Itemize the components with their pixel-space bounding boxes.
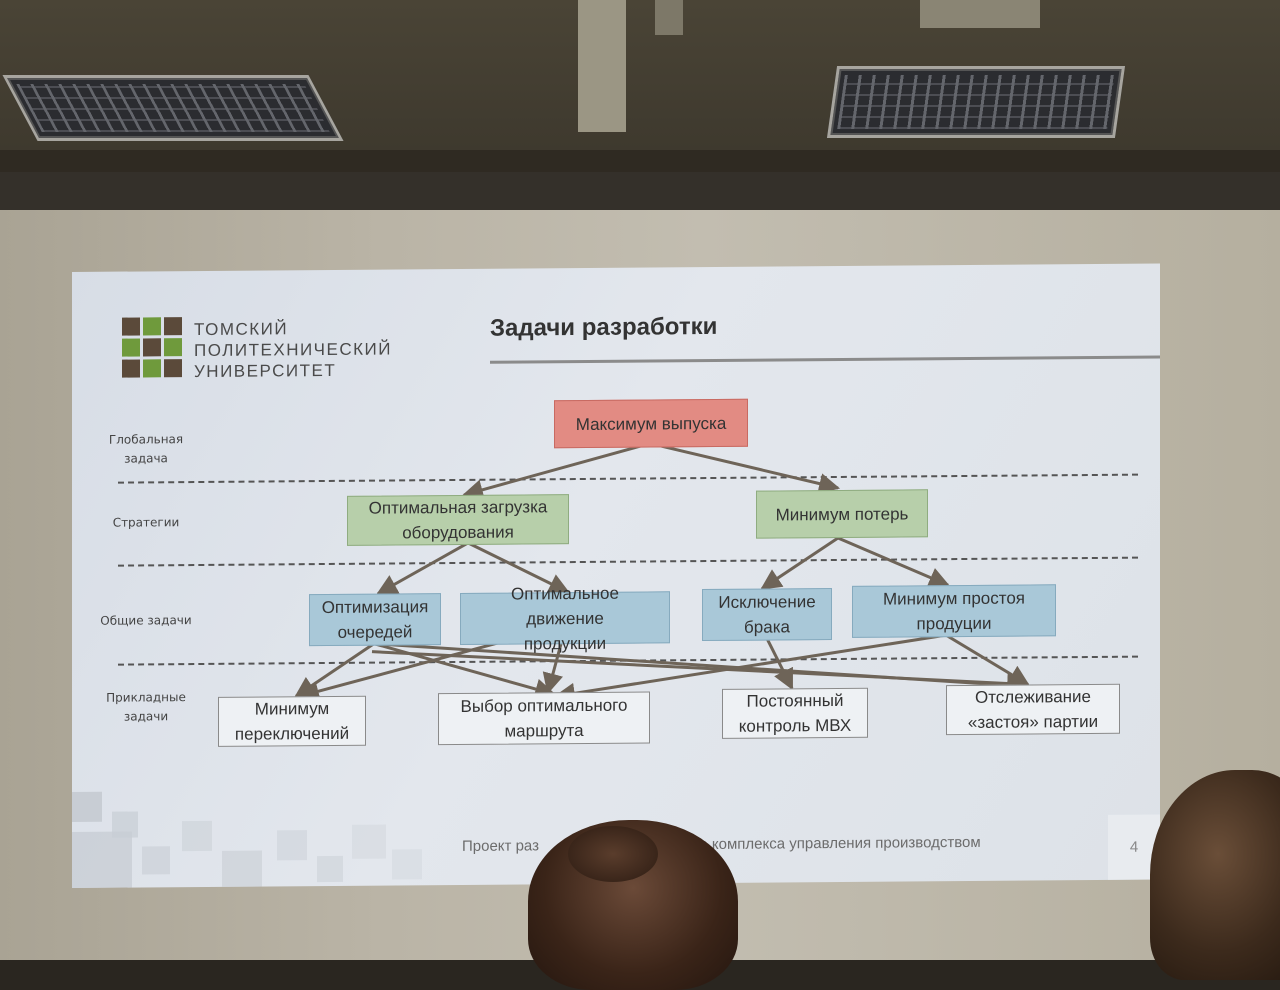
connector-arrow <box>945 633 1030 686</box>
ceiling-light <box>826 66 1126 138</box>
node-min-loss: Минимум потерь <box>756 489 928 539</box>
node-max-output: Максимум выпуска <box>554 398 748 449</box>
ceiling-pipe <box>578 0 626 132</box>
ceiling-pipe <box>920 0 1040 28</box>
connector-arrow <box>373 642 1029 696</box>
ceiling-pipe <box>655 0 683 35</box>
hair-bun <box>568 826 658 882</box>
connector-arrow <box>297 635 523 702</box>
connector-arrow <box>461 442 651 500</box>
connector-arrow <box>467 541 570 594</box>
node-constant-control: Постоянный контроль МВХ <box>722 687 868 739</box>
connector-arrow <box>376 541 469 595</box>
node-stall-tracking: Отслеживание «застоя» партии <box>946 683 1120 736</box>
ceiling-beam <box>0 150 1280 172</box>
node-queue-optimization: Оптимизация очередей <box>309 593 441 647</box>
connector-arrow <box>294 642 375 698</box>
node-min-idle: Минимум простоя продуции <box>852 584 1056 638</box>
node-min-switching: Минимум переключений <box>218 695 366 747</box>
diagram-connectors <box>294 442 1030 704</box>
presentation-slide: ТОМСКИЙ ПОЛИТЕХНИЧЕСКИЙ УНИВЕРСИТЕТ Зада… <box>72 263 1160 888</box>
connector-arrow <box>760 536 839 590</box>
connector-arrow <box>837 536 950 588</box>
ceiling <box>0 0 1280 165</box>
connector-arrow <box>371 650 1029 695</box>
connector-arrow <box>542 639 564 695</box>
connector-arrow <box>649 442 841 494</box>
node-route-choice: Выбор оптимального маршрута <box>438 691 650 746</box>
footer-text-left: Проект раз <box>462 837 539 855</box>
connector-arrow <box>553 633 947 704</box>
node-optimal-load: Оптимальная загрузка оборудования <box>347 494 569 546</box>
node-defect-exclusion: Исключение брака <box>702 588 832 642</box>
ceiling-light <box>2 75 344 141</box>
node-optimal-movement: Оптимальное движение продукции <box>460 583 670 653</box>
audience-head <box>1150 770 1280 980</box>
